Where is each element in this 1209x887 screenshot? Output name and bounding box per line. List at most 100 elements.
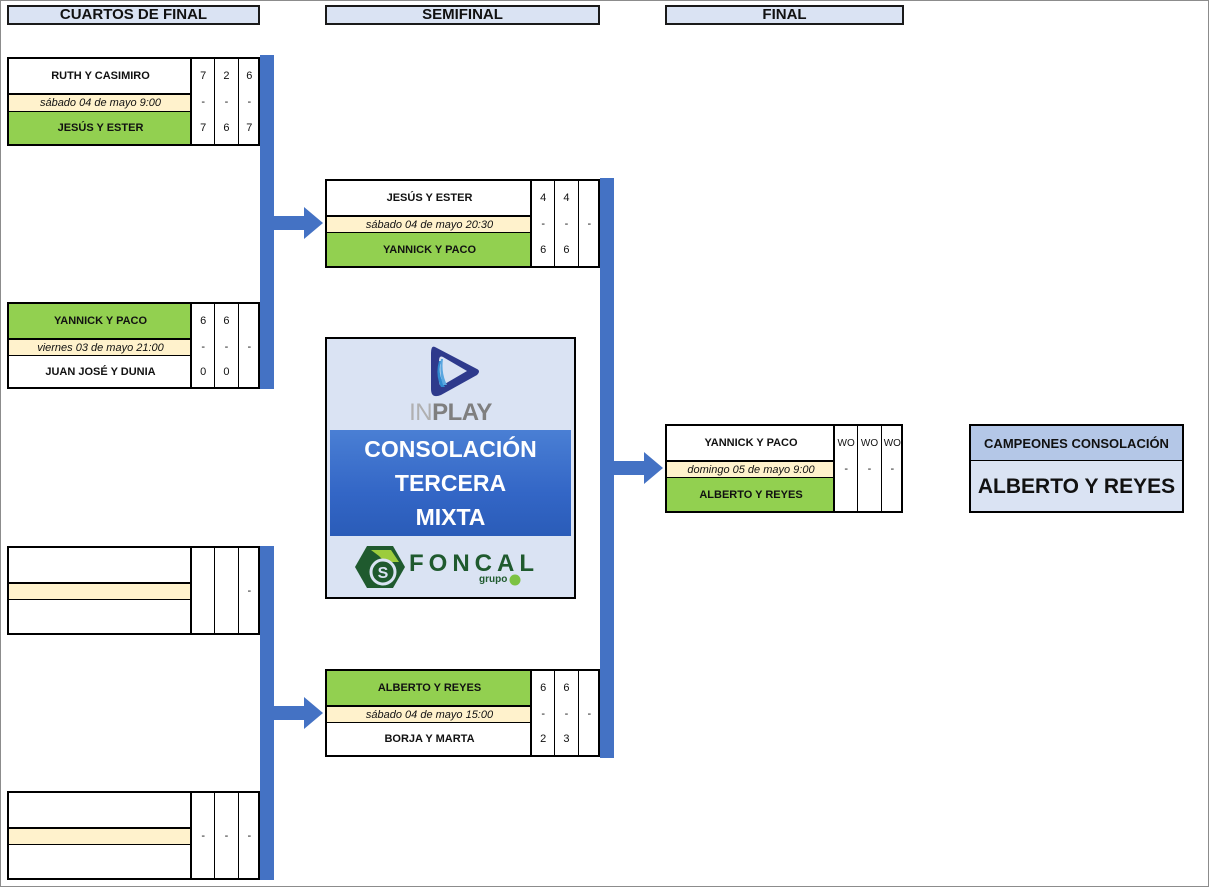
team2-set1: [192, 845, 214, 878]
date-set1: -: [201, 96, 205, 108]
champions-name: ALBERTO Y REYES: [977, 474, 1176, 498]
date-set1: -: [844, 463, 848, 475]
match-date: sábado 04 de mayo 15:00: [327, 705, 532, 723]
title-line-3: MIXTA: [415, 504, 486, 530]
team1-name-winner: ALBERTO Y REYES: [327, 671, 532, 705]
team2-set1: 2: [540, 733, 547, 745]
header-semifinal: SEMIFINAL: [325, 5, 600, 25]
tournament-title: CONSOLACIÓN TERCERA MIXTA: [330, 430, 571, 536]
match-sf-2: ALBERTO Y REYES sábado 04 de mayo 15:00 …: [325, 669, 600, 757]
team2-set1: [192, 600, 214, 633]
team1-set1: 4: [540, 192, 547, 204]
team2-set1: 6: [540, 243, 547, 256]
team1-set2: 4: [563, 192, 570, 204]
foncal-subtitle: grupo: [479, 574, 508, 585]
team1-set2: 6: [223, 315, 230, 327]
date-set1: [192, 582, 214, 600]
team2-set3: [579, 723, 600, 755]
arrow-right-icon: [272, 697, 323, 729]
arrow-right-icon: [272, 207, 323, 239]
team2-set2: [215, 845, 237, 878]
date-set2: -: [564, 708, 569, 720]
date-set3: -: [247, 585, 252, 597]
team1-name: [9, 793, 192, 827]
team2-set2: [215, 600, 237, 633]
team2-set2: [858, 478, 880, 511]
team1-set2: [215, 548, 237, 582]
foncal-small-hex-icon: [509, 574, 521, 586]
team1-set2: 2: [223, 70, 230, 82]
date-set2: -: [224, 341, 229, 353]
foncal-logo: S FONCAL grupo: [355, 544, 555, 592]
team2-set3: [579, 233, 600, 266]
date-set1: -: [541, 218, 545, 230]
match-qf-1: RUTH Y CASIMIRO sábado 04 de mayo 9:00 J…: [7, 57, 260, 146]
date-set3: -: [587, 218, 592, 230]
connector-bar-bottom: [260, 546, 274, 880]
date-set2: -: [867, 463, 872, 475]
team1-set3: [239, 548, 260, 582]
inplay-wordmark: INPLAY: [409, 399, 492, 426]
team2-set3: [882, 478, 903, 511]
match-date: viernes 03 de mayo 21:00: [9, 338, 192, 356]
team1-set3: [579, 181, 600, 215]
team1-set3: [239, 304, 260, 338]
champions-box: CAMPEONES CONSOLACIÓN ALBERTO Y REYES: [969, 424, 1184, 513]
arrow-right-icon: [612, 452, 663, 484]
date-set1: -: [201, 830, 205, 842]
team2-name: [9, 600, 192, 633]
team1-set1: [192, 793, 214, 827]
match-date: domingo 05 de mayo 9:00: [667, 460, 835, 478]
team1-set1: WO: [837, 437, 855, 449]
date-set3: -: [247, 341, 252, 353]
date-set3: -: [587, 708, 592, 720]
connector-bar-top: [260, 55, 274, 389]
team2-set2: 0: [223, 365, 230, 378]
match-date: sábado 04 de mayo 20:30: [327, 215, 532, 233]
date-set3: -: [247, 96, 252, 108]
match-final: YANNICK Y PACO domingo 05 de mayo 9:00 A…: [665, 424, 903, 513]
team1-set1: 6: [540, 682, 547, 694]
team2-name: BORJA Y MARTA: [384, 733, 475, 745]
date-set2: -: [224, 830, 229, 842]
team2-name-winner: YANNICK Y PACO: [327, 233, 532, 266]
date-set2: -: [564, 218, 569, 230]
header-quarterfinal: CUARTOS DE FINAL: [7, 5, 260, 25]
date-set1: -: [541, 708, 545, 720]
date-set3: -: [890, 463, 895, 475]
team2-set1: 7: [200, 121, 207, 134]
team1-name: [9, 548, 192, 582]
match-sf-1: JESÚS Y ESTER sábado 04 de mayo 20:30 YA…: [325, 179, 600, 268]
team1-set1: [192, 548, 214, 582]
team1-set1: 6: [200, 315, 207, 327]
team2-name: [9, 845, 192, 878]
title-line-1: CONSOLACIÓN: [364, 436, 537, 462]
tournament-logo-panel: INPLAY CONSOLACIÓN TERCERA MIXTA S FONCA…: [325, 337, 576, 599]
team1-set3: 6: [246, 70, 253, 82]
title-line-2: TERCERA: [394, 470, 507, 496]
team2-set1: 0: [200, 365, 207, 378]
date-set3: -: [247, 830, 252, 842]
team2-set2: 3: [563, 733, 570, 745]
team2-name-winner: ALBERTO Y REYES: [667, 478, 835, 511]
team2-set2: 6: [563, 243, 570, 256]
team2-set3: [239, 600, 260, 633]
champions-label: CAMPEONES CONSOLACIÓN: [971, 426, 1182, 461]
team2-name: JUAN JOSÉ Y DUNIA: [45, 365, 156, 378]
date-set2: -: [224, 96, 229, 108]
team2-set3: [239, 845, 260, 878]
team2-set2: 6: [223, 121, 230, 134]
team1-set2: 6: [563, 682, 570, 694]
foncal-wordmark: FONCAL: [409, 550, 539, 577]
team1-set3: WO: [883, 437, 901, 449]
team1-name-winner: YANNICK Y PACO: [9, 304, 192, 338]
inplay-logo-icon: [431, 346, 479, 397]
match-qf-2: YANNICK Y PACO viernes 03 de mayo 21:00 …: [7, 302, 260, 389]
team1-set3: [239, 793, 260, 827]
team1-set3: [579, 671, 600, 705]
svg-text:S: S: [378, 565, 389, 582]
team1-set1: 7: [200, 70, 207, 82]
match-qf-3: -: [7, 546, 260, 635]
team2-set3: 7: [246, 121, 253, 134]
team1-name: JESÚS Y ESTER: [386, 192, 473, 204]
